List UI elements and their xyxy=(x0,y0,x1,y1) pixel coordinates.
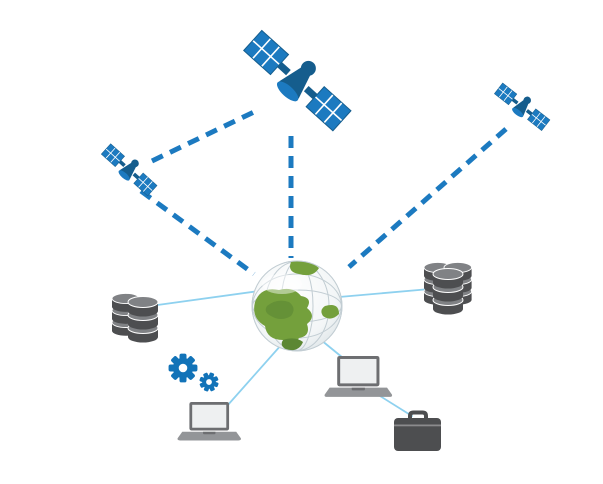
connection-lines xyxy=(139,107,508,417)
link-globe-dbright xyxy=(338,288,431,298)
gears-icon xyxy=(168,353,222,395)
link-satleft-satmain xyxy=(150,107,260,164)
satellite-icon-right xyxy=(491,78,554,134)
globe-continents xyxy=(254,261,339,351)
link-laptopcenter-briefcase xyxy=(379,395,413,417)
link-globe-dbleft xyxy=(142,290,260,308)
satellite-icon-main xyxy=(238,21,359,137)
database-cluster-left-icon xyxy=(111,292,159,343)
database-cluster-right-icon xyxy=(423,261,473,315)
link-globe-laptopleft xyxy=(226,343,283,407)
link-satleft-globe xyxy=(139,188,256,277)
laptop-icon-center xyxy=(324,356,393,397)
briefcase-icon xyxy=(392,410,443,453)
earth-globe-icon xyxy=(251,260,343,352)
link-satright-globe xyxy=(347,127,508,269)
satellite-icon-left xyxy=(98,139,162,199)
laptop-icon-left xyxy=(177,402,241,441)
